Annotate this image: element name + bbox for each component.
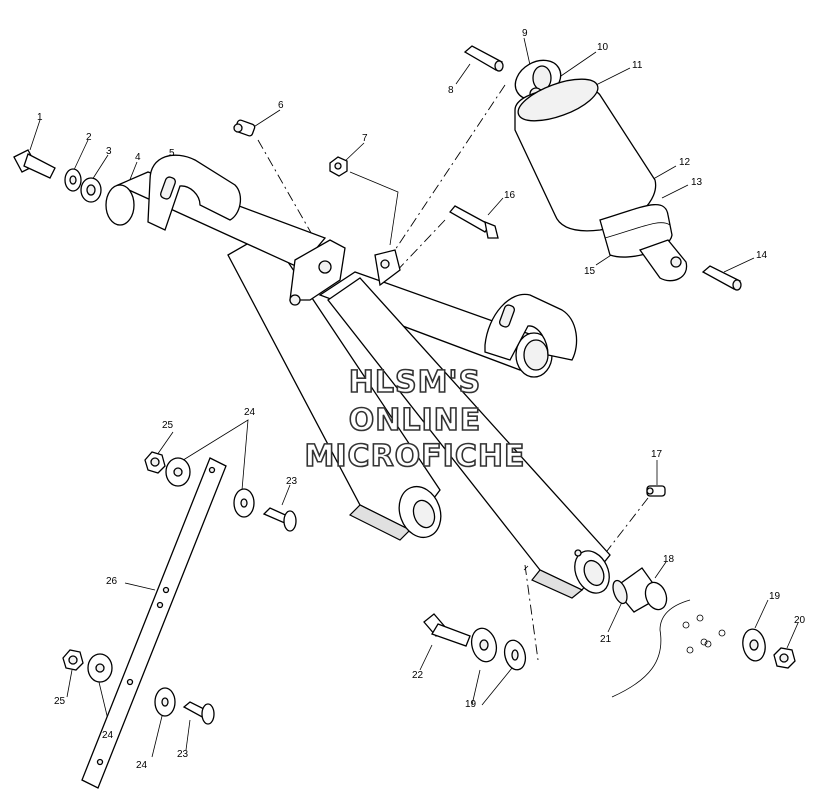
callout-1: 1 — [37, 112, 43, 123]
callout-9: 9 — [522, 28, 528, 39]
callout-25-upper: 25 — [162, 420, 174, 431]
left-arm-assembly — [105, 154, 578, 541]
callout-26: 26 — [106, 576, 118, 587]
callout-19-right: 19 — [769, 591, 781, 602]
callout-24-upper: 24 — [244, 407, 256, 418]
callout-19-lower: 19 — [465, 699, 477, 710]
callout-labels: 1 2 3 4 5 6 7 8 9 10 11 12 13 14 15 16 1… — [37, 28, 806, 771]
callout-12: 12 — [679, 157, 691, 168]
watermark: HLSM'S ONLINE MICROFICHE — [304, 364, 526, 475]
callout-23-lower: 23 — [177, 749, 189, 760]
callout-24-left: 24 — [102, 730, 114, 741]
callout-8: 8 — [448, 85, 454, 96]
callout-5: 5 — [169, 148, 175, 159]
callout-14: 14 — [756, 250, 768, 261]
callout-24-lower: 24 — [136, 760, 148, 771]
callout-2: 2 — [86, 132, 92, 143]
callout-3: 3 — [106, 146, 112, 157]
callout-11: 11 — [632, 60, 643, 71]
callout-7: 7 — [362, 133, 368, 144]
callout-23-upper: 23 — [286, 476, 298, 487]
callout-10: 10 — [597, 42, 609, 53]
callout-16: 16 — [504, 190, 516, 201]
callout-13: 13 — [691, 177, 703, 188]
callout-18: 18 — [663, 554, 675, 565]
right-arm — [327, 277, 611, 599]
callout-6: 6 — [278, 100, 284, 111]
watermark-line-2: ONLINE — [349, 403, 482, 438]
callout-22: 22 — [412, 670, 424, 681]
leader-lines — [29, 37, 799, 758]
callout-21: 21 — [600, 634, 612, 645]
callout-15: 15 — [584, 266, 596, 277]
callout-4: 4 — [135, 152, 141, 163]
callout-20: 20 — [794, 615, 806, 626]
callout-17: 17 — [651, 449, 663, 460]
watermark-line-1: HLSM'S — [349, 365, 481, 400]
watermark-line-3: MICROFICHE — [305, 439, 526, 474]
shock-absorber — [514, 59, 688, 282]
callout-25-lower: 25 — [54, 696, 66, 707]
hardware — [13, 45, 796, 789]
